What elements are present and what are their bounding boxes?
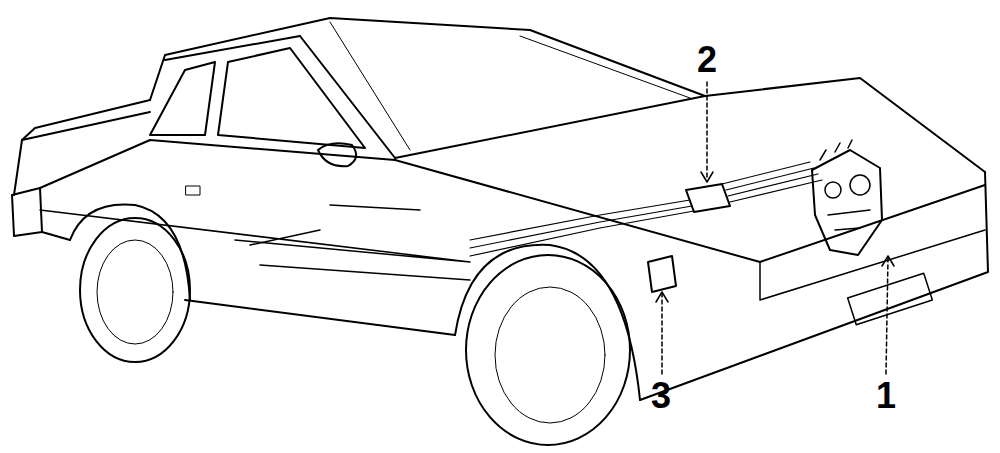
fender-line bbox=[395, 160, 985, 262]
body-side-lines bbox=[40, 210, 470, 280]
callout-number: 1 bbox=[876, 378, 896, 414]
callout-number: 3 bbox=[651, 378, 671, 414]
rear-bumper bbox=[12, 188, 42, 236]
leader-arrow bbox=[656, 292, 668, 302]
rear-lower bbox=[42, 232, 70, 240]
a-pillar bbox=[300, 36, 395, 158]
leader-line bbox=[661, 294, 663, 374]
control-module bbox=[686, 184, 730, 212]
door-handle bbox=[186, 186, 200, 195]
rear-quarter-window bbox=[150, 62, 215, 135]
windshield-base bbox=[395, 96, 705, 158]
hood bbox=[705, 78, 985, 172]
door-line bbox=[330, 205, 420, 210]
wire-harness bbox=[470, 200, 694, 256]
rocker bbox=[185, 300, 455, 335]
front-wheel-arch bbox=[455, 245, 640, 400]
leader-line bbox=[706, 82, 708, 180]
rear-wheel bbox=[80, 218, 190, 362]
door-window bbox=[218, 48, 365, 148]
deck-edge bbox=[22, 112, 150, 140]
unit-fitting bbox=[850, 175, 870, 195]
front-rim bbox=[495, 287, 605, 423]
windshield-glass bbox=[330, 22, 690, 150]
leader-arrow bbox=[701, 172, 713, 182]
leader-arrow bbox=[882, 256, 894, 266]
front-wheel bbox=[466, 255, 630, 445]
hydraulic-unit bbox=[812, 150, 882, 255]
rear-rim bbox=[97, 240, 173, 344]
belt-line bbox=[40, 140, 395, 188]
unit-fitting bbox=[825, 182, 841, 198]
wire-harness bbox=[722, 162, 822, 202]
leader-line bbox=[886, 258, 888, 374]
license-plate bbox=[848, 273, 933, 324]
callout-number: 2 bbox=[697, 42, 717, 78]
rear-deck bbox=[14, 100, 150, 195]
windshield-pillar bbox=[530, 30, 705, 96]
unit-details bbox=[820, 140, 870, 230]
roof-edge bbox=[165, 36, 300, 60]
sensor-unit bbox=[648, 256, 676, 292]
